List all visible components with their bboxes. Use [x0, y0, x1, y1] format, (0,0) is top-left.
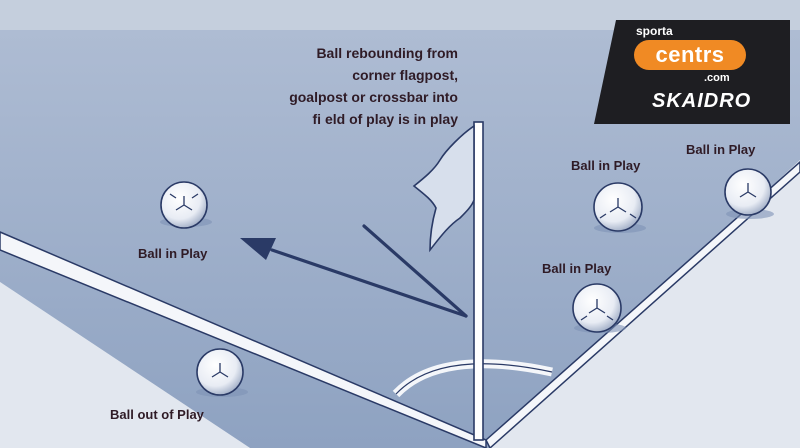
caption-line: goalpost or crossbar into [289, 89, 458, 105]
logo-main-text: centrs [634, 40, 746, 70]
label-ball-in-play-right: Ball in Play [686, 142, 756, 157]
label-ball-out-of-play: Ball out of Play [110, 407, 204, 422]
logo-domain-text: .com [704, 72, 730, 84]
soccer-ball-icon [572, 283, 626, 333]
touchline-left [0, 231, 487, 448]
caption-line: Ball rebounding from [316, 45, 458, 61]
label-ball-in-play-left: Ball in Play [138, 246, 208, 261]
arrow-icon [240, 238, 276, 260]
rebound-line-outgoing [270, 248, 468, 318]
caption-line: fi eld of play is in play [312, 111, 458, 127]
logo-top-text: sporta [636, 24, 673, 38]
label-ball-in-play-center: Ball in Play [571, 158, 641, 173]
corner-flag-icon [412, 124, 475, 253]
label-ball-in-play-lower: Ball in Play [542, 261, 612, 276]
goal-line-right [485, 160, 800, 448]
soccer-ball-icon [160, 181, 212, 229]
rebound-caption: Ball rebounding from corner flagpost, go… [238, 42, 458, 130]
corner-flagpost [473, 121, 484, 441]
out-of-play-area [0, 282, 250, 448]
soccer-ball-icon [593, 182, 646, 233]
logo-sub-text: SKAIDRO [652, 90, 752, 112]
caption-line: corner flagpost, [352, 67, 458, 83]
soccer-ball-icon [196, 348, 248, 397]
soccer-ball-icon [724, 168, 774, 219]
rebound-line-incoming [362, 224, 468, 318]
sportacentrs-logo: sporta centrs .com SKAIDRO [594, 20, 790, 124]
